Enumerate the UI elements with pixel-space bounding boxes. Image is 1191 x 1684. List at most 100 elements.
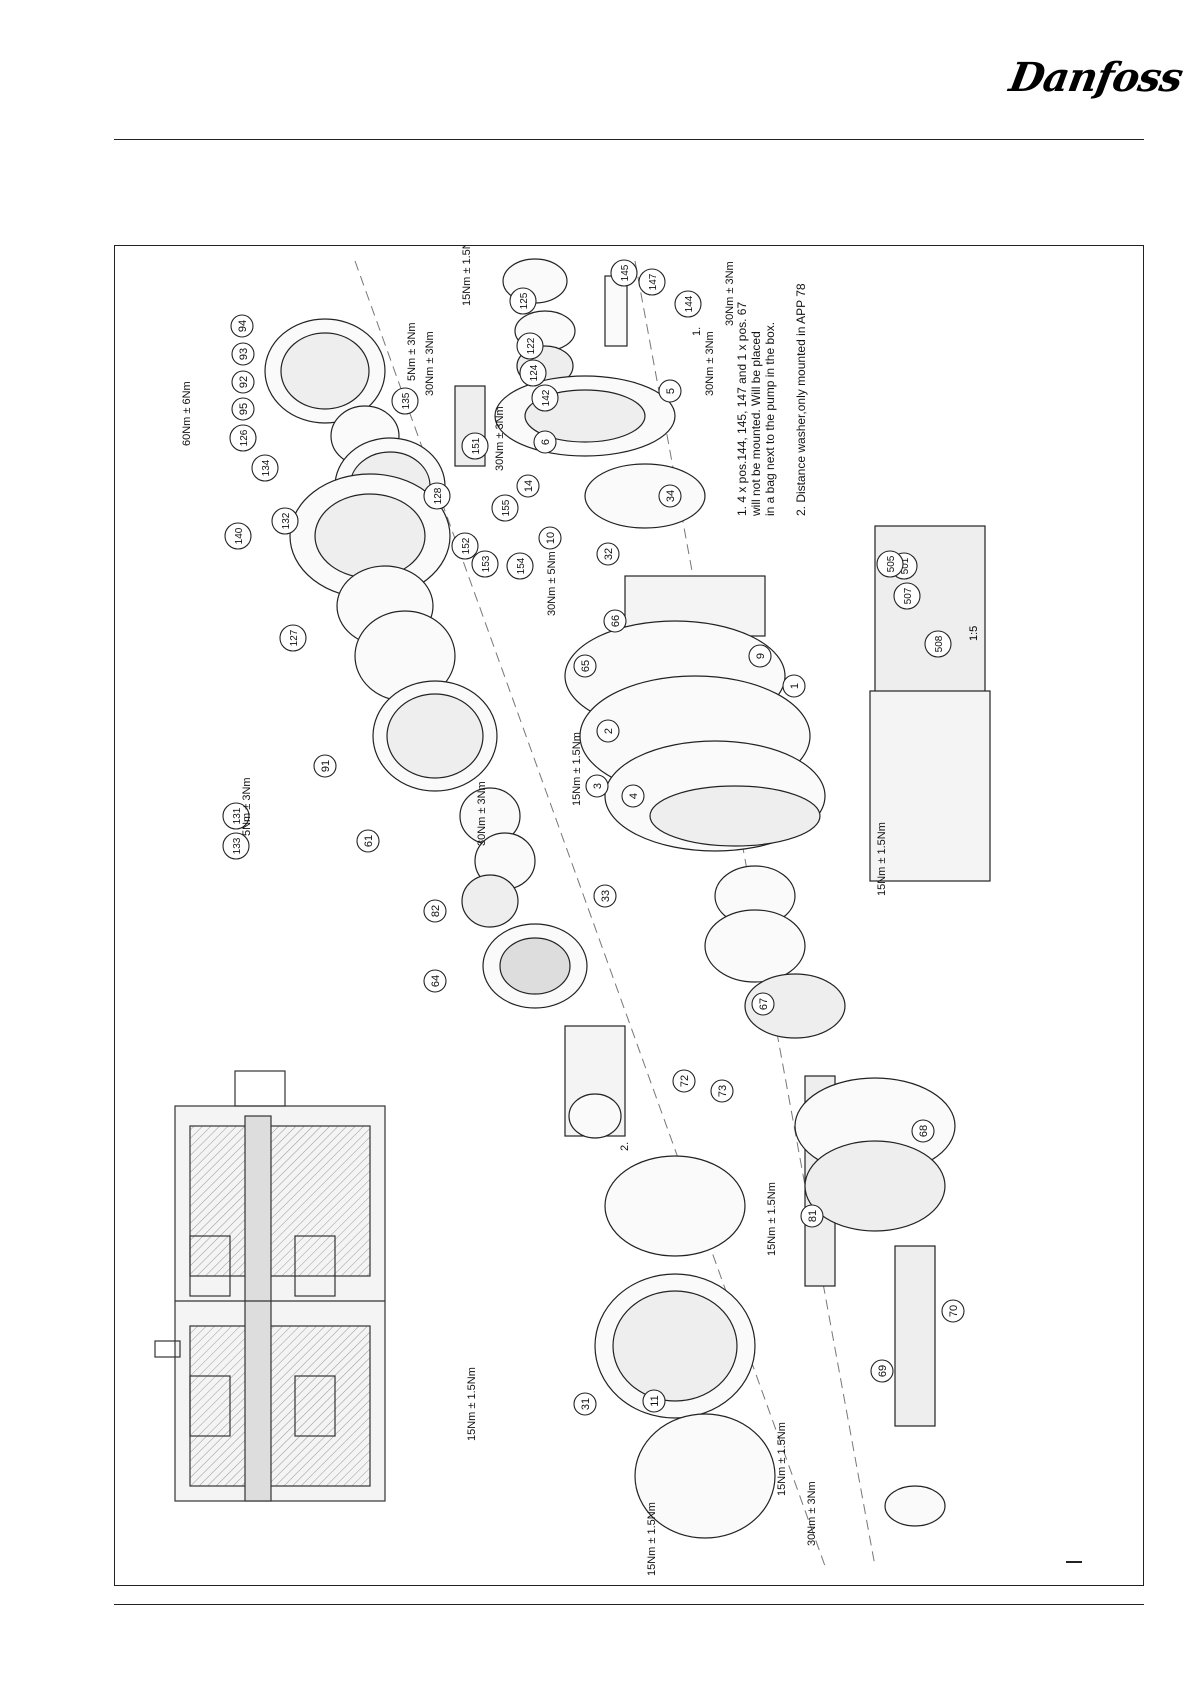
svg-text:127: 127 <box>289 629 300 646</box>
svg-text:33: 33 <box>600 890 612 902</box>
svg-text:142: 142 <box>541 389 552 406</box>
svg-text:94: 94 <box>237 320 249 332</box>
torque-spec: 30Nm ± 3Nm <box>476 781 488 846</box>
part-callout: 5 <box>658 379 682 403</box>
svg-text:70: 70 <box>948 1305 960 1317</box>
part-callout: 132 <box>271 507 299 535</box>
svg-text:508: 508 <box>934 635 945 652</box>
torque-spec: 30Nm ± 5Nm <box>546 551 558 616</box>
part-callout: 94 <box>230 314 254 338</box>
torque-spec: 30Nm ± 3Nm <box>424 331 436 396</box>
svg-text:92: 92 <box>238 376 250 388</box>
part-callout: 144 <box>674 290 702 318</box>
svg-text:145: 145 <box>620 264 631 281</box>
part-callout: 505 <box>876 550 904 578</box>
part-callout: 61 <box>356 829 380 853</box>
svg-text:124: 124 <box>529 364 540 381</box>
part-callout: 64 <box>423 969 447 993</box>
scale-label: 1:5 <box>968 626 980 641</box>
part-callout: 93 <box>231 342 255 366</box>
torque-spec: 30Nm ± 3Nm <box>724 261 736 326</box>
part-callout: 31 <box>573 1392 597 1416</box>
torque-spec: 60Nm ± 6Nm <box>181 381 193 446</box>
part-callout: 2 <box>596 719 620 743</box>
part-callout: 122 <box>516 332 544 360</box>
svg-text:6: 6 <box>540 439 552 445</box>
svg-text:4: 4 <box>628 793 640 799</box>
danfoss-logo: Danfoss <box>1006 52 1186 108</box>
svg-text:34: 34 <box>665 490 677 502</box>
torque-spec: 30Nm ± 3Nm <box>494 406 506 471</box>
torque-spec: 30Nm ± 3Nm <box>704 331 716 396</box>
part-callout: 1 <box>782 674 806 698</box>
footer-rule <box>114 1604 1144 1605</box>
svg-text:2: 2 <box>603 728 615 734</box>
svg-text:147: 147 <box>648 273 659 290</box>
svg-text:61: 61 <box>363 835 375 847</box>
svg-text:133: 133 <box>232 837 243 854</box>
part-callout: 126 <box>229 424 257 452</box>
part-callout: 151 <box>461 432 489 460</box>
part-callout: 153 <box>471 550 499 578</box>
svg-text:507: 507 <box>903 587 914 604</box>
part-callout: 82 <box>423 899 447 923</box>
svg-text:93: 93 <box>238 348 250 360</box>
part-callout: 11 <box>642 1389 666 1413</box>
svg-text:65: 65 <box>580 660 592 672</box>
svg-text:9: 9 <box>755 653 767 659</box>
part-callout: 124 <box>519 359 547 387</box>
svg-text:126: 126 <box>239 429 250 446</box>
part-callout: 81 <box>800 1204 824 1228</box>
part-callout: 68 <box>911 1119 935 1143</box>
torque-spec: 30Nm ± 3Nm <box>806 1481 818 1546</box>
svg-text:31: 31 <box>580 1398 592 1410</box>
part-callout: 152 <box>451 532 479 560</box>
page-mark <box>1066 1561 1082 1563</box>
svg-text:152: 152 <box>461 537 472 554</box>
svg-text:128: 128 <box>433 487 444 504</box>
torque-spec: 15Nm ± 1.5Nm <box>461 246 473 306</box>
svg-text:153: 153 <box>481 555 492 572</box>
part-callout: 125 <box>509 287 537 315</box>
svg-text:73: 73 <box>717 1085 729 1097</box>
note-line: 1. 4 x pos.144, 145, 147 and 1 x pos. 67 <box>735 302 749 516</box>
part-callout: 508 <box>924 630 952 658</box>
part-callout: 3 <box>585 774 609 798</box>
part-callout: 32 <box>596 542 620 566</box>
ref-mark: 1. <box>691 327 703 336</box>
svg-text:68: 68 <box>918 1125 930 1137</box>
part-callout: 14 <box>516 474 540 498</box>
svg-text:91: 91 <box>320 760 332 772</box>
torque-spec: 15Nm ± 1.5Nm <box>571 732 583 806</box>
right-assembly <box>454 258 991 1527</box>
svg-text:10: 10 <box>545 532 557 544</box>
part-callout: 73 <box>710 1079 734 1103</box>
part-callout: 91 <box>313 754 337 778</box>
part-callout: 9 <box>748 644 772 668</box>
torque-spec: 15Nm ± 1.5Nm <box>646 1502 658 1576</box>
svg-text:154: 154 <box>516 557 527 574</box>
part-callout: 154 <box>506 552 534 580</box>
logo-text: Danfoss <box>1005 54 1186 101</box>
part-callout: 72 <box>672 1069 696 1093</box>
svg-text:81: 81 <box>807 1210 819 1222</box>
svg-text:64: 64 <box>430 975 442 987</box>
part-callout: 128 <box>423 482 451 510</box>
torque-spec: 15Nm ± 1.5Nm <box>876 822 888 896</box>
part-callout: 127 <box>279 624 307 652</box>
part-callout: 65 <box>573 654 597 678</box>
svg-text:3: 3 <box>592 783 604 789</box>
part-callout: 4 <box>621 784 645 808</box>
svg-text:131: 131 <box>232 807 243 824</box>
part-callout: 70 <box>941 1299 965 1323</box>
upper-assembly <box>264 318 776 1539</box>
part-callout: 133 <box>222 832 250 860</box>
svg-text:132: 132 <box>281 512 292 529</box>
part-callout: 6 <box>533 430 557 454</box>
torque-spec: 5Nm ± 3Nm <box>406 322 418 381</box>
svg-text:32: 32 <box>603 548 615 560</box>
part-callout: 145 <box>610 259 638 287</box>
svg-text:66: 66 <box>610 615 622 627</box>
